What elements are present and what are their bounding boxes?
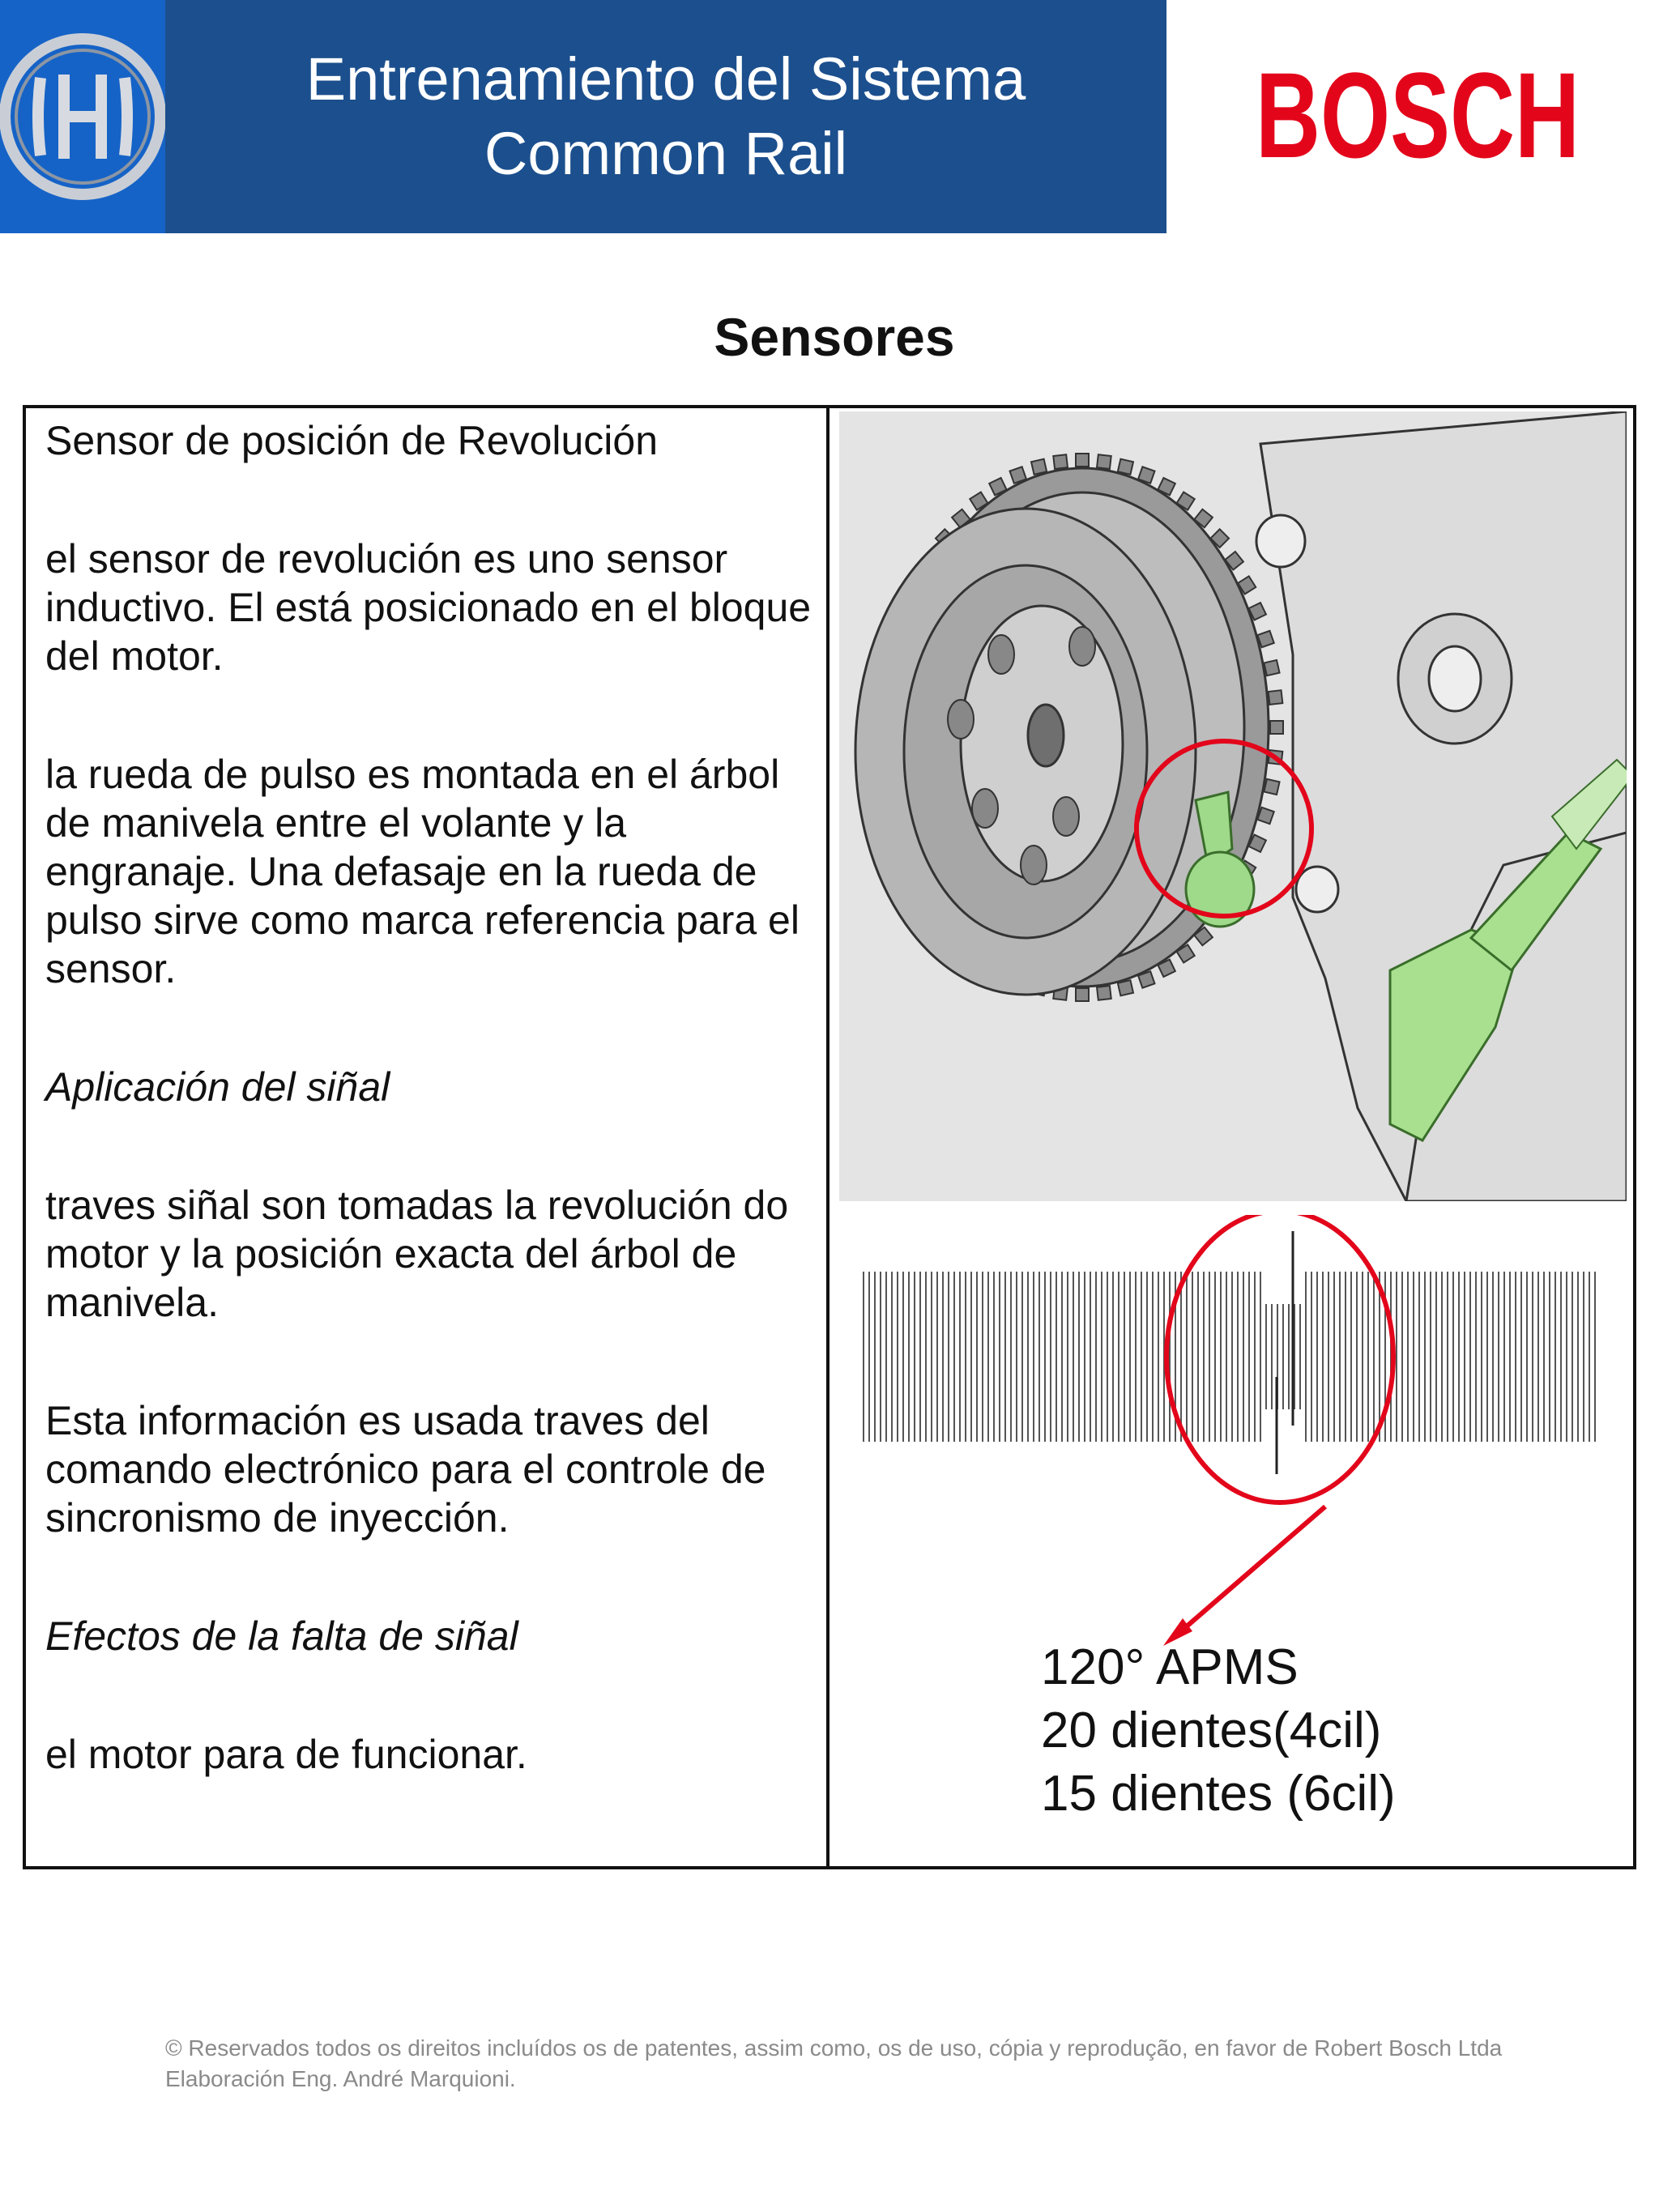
paragraph-engine-stops: el motor para de funcionar. xyxy=(45,1732,527,1777)
copyright-footer: © Reservados todos os direitos incluídos… xyxy=(165,2035,1503,2091)
gear-tooth xyxy=(1157,476,1177,497)
section-title: Sensores xyxy=(714,307,955,367)
effects-heading: Efectos de la falta de siñal xyxy=(45,1613,518,1659)
header-title: Entrenamiento del Sistema Common Rail xyxy=(165,42,1166,191)
caption-line1: 120° APMS xyxy=(1041,1639,1299,1695)
gear-tooth xyxy=(968,491,989,511)
gear-tooth xyxy=(1137,970,1156,989)
brand-text: BOSCH xyxy=(1256,53,1580,175)
paragraph-sensor-description: el sensor de revolución es uno sensor in… xyxy=(45,536,812,679)
gear-tooth xyxy=(1209,527,1230,549)
header-title-line2: Common Rail xyxy=(484,120,848,187)
arrow-head-icon xyxy=(1163,1618,1192,1646)
gear-tooth xyxy=(1223,550,1245,571)
gear-tooth xyxy=(1256,806,1275,825)
gear-tooth xyxy=(1192,508,1214,529)
sensor-waveform xyxy=(839,1215,1627,1636)
gear-tooth xyxy=(1030,458,1048,476)
paragraph-pulse-wheel: la rueda de pulso es montada en el árbol… xyxy=(45,752,800,991)
pulse-wheel-drawing xyxy=(839,411,1627,1201)
sensor-heading: Sensor de posición de Revolución xyxy=(45,418,659,463)
gear-tooth xyxy=(1267,689,1284,706)
application-heading: Aplicación del siñal xyxy=(45,1064,390,1110)
gear-tooth xyxy=(1075,987,1090,1002)
gear-tooth xyxy=(1137,466,1156,484)
gear-tooth xyxy=(1263,778,1281,796)
gear-tooth xyxy=(1269,720,1284,735)
gear-tooth xyxy=(1192,926,1214,947)
gear-tooth xyxy=(1247,601,1268,621)
gear-tooth xyxy=(1095,984,1112,1001)
signal-caption: 120° APMS 20 dientes(4cil) 15 dientes (6… xyxy=(1041,1636,1396,1826)
gear-tooth xyxy=(1175,491,1196,511)
gear-tooth xyxy=(1052,454,1069,471)
gear-tooth xyxy=(1009,466,1028,484)
logo-tile xyxy=(0,0,165,233)
gear-tooth xyxy=(1236,575,1257,595)
header-bar: Entrenamiento del Sistema Common Rail xyxy=(0,0,1166,233)
gear-tooth xyxy=(987,476,1008,497)
gear-tooth xyxy=(1116,978,1135,997)
gear-tooth xyxy=(1095,454,1112,471)
content-table xyxy=(23,405,1636,1869)
gear-tooth xyxy=(1157,958,1177,978)
header-title-line1: Entrenamiento del Sistema xyxy=(305,45,1026,113)
caption-line3: 15 dientes (6cil) xyxy=(1041,1766,1396,1822)
bosch-brand-wordmark: BOSCH xyxy=(1256,53,1580,175)
paragraph-electronic-control: Esta información es usada traves del com… xyxy=(45,1398,766,1541)
gear-tooth xyxy=(1116,458,1135,476)
gear-tooth xyxy=(1256,629,1275,649)
table-divider xyxy=(826,405,830,1869)
left-column: Sensor de posición de Revolución el sens… xyxy=(45,416,815,1779)
bosch-armature-logo-icon xyxy=(0,33,165,200)
gear-tooth xyxy=(1075,453,1090,467)
gear-tooth xyxy=(1247,833,1268,854)
gear-tooth xyxy=(1263,658,1281,677)
paragraph-signal-usage: traves siñal son tomadas la revolución d… xyxy=(45,1183,789,1325)
caption-line2: 20 dientes(4cil) xyxy=(1041,1703,1382,1758)
gear-tooth xyxy=(1175,944,1196,964)
